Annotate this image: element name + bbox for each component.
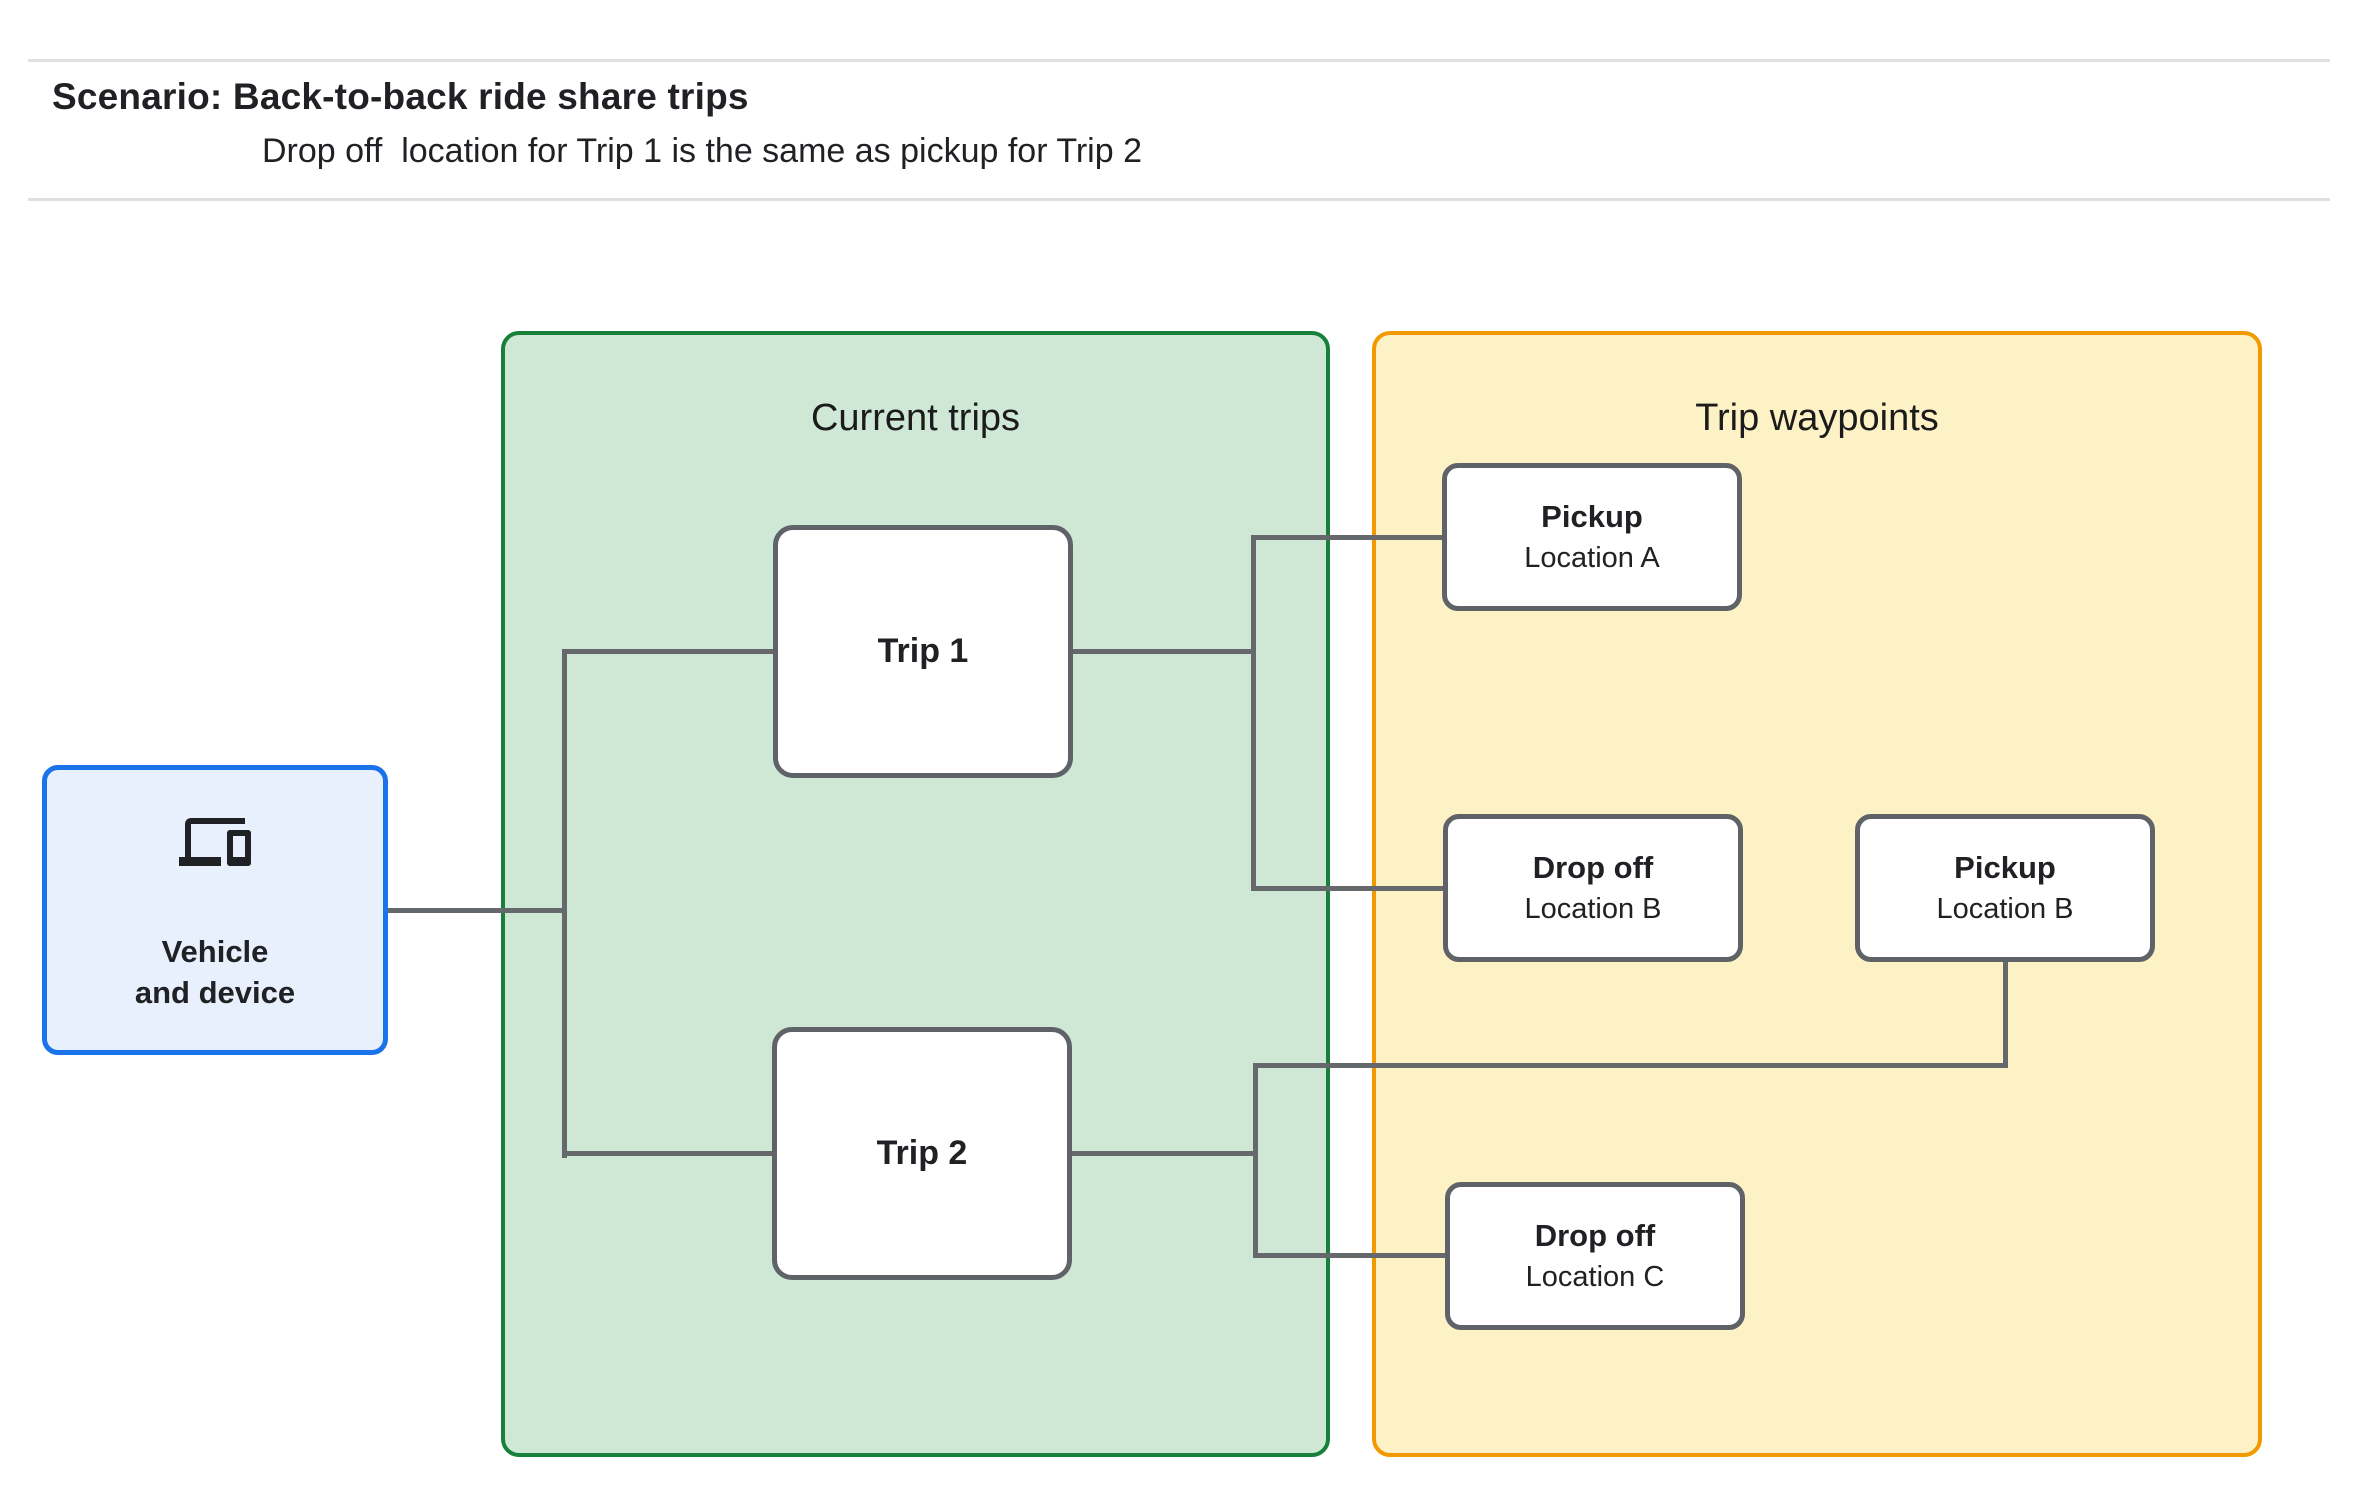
connector-left-trunk [562,649,567,1158]
pickup-b-location: Location B [1936,892,2074,925]
pickup-location-a-node: Pickup Location A [1442,463,1742,611]
connector-trunk-to-trip2 [562,1151,772,1156]
dropoff-location-c-node: Drop off Location C [1445,1182,1745,1330]
vehicle-and-device-node: Vehicle and device [42,765,388,1055]
connector-trunk-to-trip1 [562,649,773,654]
pickup-location-b-node: Pickup Location B [1855,814,2155,962]
vehicle-node-label: Vehicle and device [135,932,295,1014]
current-trips-panel: Current trips [501,331,1330,1457]
connector-trip1-out [1073,649,1256,654]
trip1-label: Trip 1 [877,632,969,670]
vehicle-label-line1: Vehicle [161,934,269,969]
connector-trip2-out [1072,1151,1258,1156]
connector-to-pickup-a [1251,535,1442,540]
trip1-node: Trip 1 [773,525,1073,778]
header-divider [28,198,2330,201]
connector-to-dropoff-c [1253,1253,1445,1258]
devices-icon [179,818,251,866]
connector-to-dropoff-b [1251,886,1443,891]
dropoff-b-title: Drop off [1532,850,1654,885]
top-divider [28,59,2330,62]
connector-trip1-trunk [1251,535,1256,891]
pickup-a-title: Pickup [1541,499,1643,534]
connector-trip2-trunk [1253,1063,1258,1258]
trip2-node: Trip 2 [772,1027,1072,1280]
connector-pickup-b-drop [2003,961,2008,1068]
dropoff-location-b-node: Drop off Location B [1443,814,1743,962]
scenario-subtitle: Drop off location for Trip 1 is the same… [262,132,1142,170]
trip-waypoints-panel-title: Trip waypoints [1695,397,1939,439]
vehicle-label-line2: and device [134,974,296,1010]
dropoff-c-title: Drop off [1534,1218,1656,1253]
current-trips-panel-title: Current trips [810,397,1021,439]
pickup-a-location: Location A [1524,541,1660,574]
trip2-label: Trip 2 [876,1134,968,1172]
connector-vehicle-to-trunk [388,908,567,913]
pickup-b-title: Pickup [1954,850,2056,885]
dropoff-c-location: Location C [1525,1260,1665,1293]
connector-pickup-b-to-trunk [1253,1063,2008,1068]
scenario-title: Scenario: Back-to-back ride share trips [52,76,749,117]
dropoff-b-location: Location B [1524,892,1662,925]
